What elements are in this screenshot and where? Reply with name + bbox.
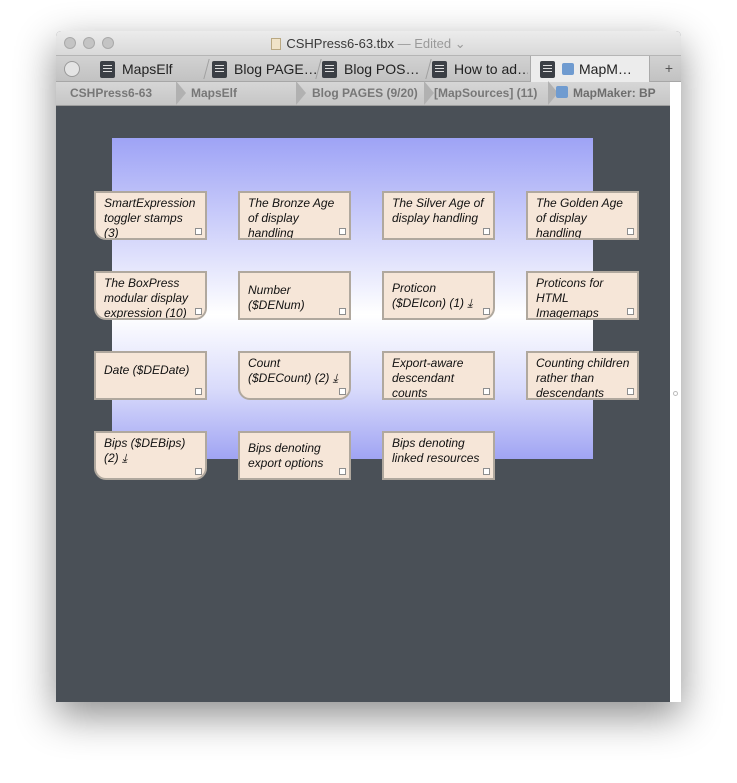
tab-label: How to ad… bbox=[454, 61, 528, 77]
outline-icon bbox=[212, 61, 227, 78]
tab-mapmaker[interactable]: MapM… bbox=[530, 56, 650, 82]
tab-mapself[interactable]: MapsElf bbox=[100, 56, 206, 82]
breadcrumb-separator bbox=[296, 81, 306, 105]
note-title: Bips denoting export options bbox=[248, 441, 324, 470]
tab-bar: MapsElf Blog PAGE… Blog POS… How to ad… … bbox=[56, 55, 681, 82]
tab-label: Blog PAGE… bbox=[234, 61, 318, 77]
map-view[interactable]: SmartExpression toggler stamps (3) The B… bbox=[56, 106, 670, 702]
vertical-scrollbar[interactable] bbox=[670, 82, 681, 702]
resize-handle[interactable] bbox=[483, 228, 490, 235]
note-bronze-age[interactable]: The Bronze Age of display handling bbox=[238, 191, 351, 240]
tab-label: MapM… bbox=[579, 61, 632, 77]
document-icon bbox=[271, 38, 282, 50]
edited-status[interactable]: — Edited ⌄ bbox=[397, 36, 466, 51]
map-icon bbox=[540, 61, 555, 78]
resize-handle[interactable] bbox=[483, 468, 490, 475]
resize-handle[interactable] bbox=[195, 308, 202, 315]
note-proticon-deicon[interactable]: Proticon ($DEIcon) (1) ⤓ bbox=[382, 271, 495, 320]
note-title: The BoxPress modular display expression … bbox=[104, 276, 189, 320]
breadcrumb-item-document[interactable]: CSHPress6-63 bbox=[70, 86, 153, 100]
breadcrumb-separator bbox=[548, 81, 558, 105]
breadcrumb-item-blog-pages[interactable]: Blog PAGES (9/20) bbox=[312, 86, 418, 100]
window-title: CSHPress6-63.tbx — Edited ⌄ bbox=[56, 36, 681, 52]
resize-handle[interactable] bbox=[627, 228, 634, 235]
note-title: Proticon ($DEIcon) (1) ⤓ bbox=[392, 281, 473, 310]
app-window: CSHPress6-63.tbx — Edited ⌄ MapsElf Blog… bbox=[56, 31, 681, 702]
breadcrumb-item-mapsources[interactable]: [MapSources] (11) bbox=[434, 86, 538, 100]
note-export-aware-counts[interactable]: Export-aware descendant counts bbox=[382, 351, 495, 400]
outline-icon bbox=[432, 61, 447, 78]
title-bar[interactable]: CSHPress6-63.tbx — Edited ⌄ bbox=[56, 31, 681, 55]
note-boxpress-modular[interactable]: The BoxPress modular display expression … bbox=[94, 271, 207, 320]
tab-label: MapsElf bbox=[122, 61, 173, 77]
note-count-decount[interactable]: Count ($DECount) (2) ⤓ bbox=[238, 351, 351, 400]
tab-how-to[interactable]: How to ad… bbox=[432, 56, 528, 82]
note-bips-linked-resources[interactable]: Bips denoting linked resources bbox=[382, 431, 495, 480]
note-silver-age[interactable]: The Silver Age of display handling bbox=[382, 191, 495, 240]
resize-handle[interactable] bbox=[339, 228, 346, 235]
note-title: The Silver Age of display handling bbox=[392, 196, 484, 225]
close-window-button[interactable] bbox=[64, 37, 76, 49]
resize-handle[interactable] bbox=[627, 308, 634, 315]
note-title: Bips ($DEBips) (2) ⤓ bbox=[104, 436, 186, 465]
document-name: CSHPress6-63.tbx bbox=[286, 36, 395, 51]
note-proticons-imagemaps[interactable]: Proticons for HTML Imagemaps bbox=[526, 271, 639, 320]
tab-blog-pages[interactable]: Blog PAGE… bbox=[212, 56, 318, 82]
note-title: Count ($DECount) (2) ⤓ bbox=[248, 356, 338, 385]
resize-grip-icon bbox=[673, 391, 678, 396]
breadcrumb-separator bbox=[176, 81, 186, 105]
minimize-window-button[interactable] bbox=[83, 37, 95, 49]
note-number-denum[interactable]: Number ($DENum) bbox=[238, 271, 351, 320]
breadcrumb-separator bbox=[424, 81, 434, 105]
breadcrumb-label: MapMaker: BP bbox=[573, 86, 656, 100]
note-golden-age[interactable]: The Golden Age of display handling bbox=[526, 191, 639, 240]
note-title: Date ($DEDate) bbox=[104, 363, 190, 377]
prototype-badge-icon bbox=[556, 86, 568, 98]
resize-handle[interactable] bbox=[195, 468, 202, 475]
tab-blog-posts[interactable]: Blog POS… bbox=[322, 56, 428, 82]
breadcrumb-item-mapmaker[interactable]: MapMaker: BP bbox=[556, 82, 670, 105]
resize-handle[interactable] bbox=[339, 308, 346, 315]
note-smartexpression-toggler[interactable]: SmartExpression toggler stamps (3) bbox=[94, 191, 207, 240]
resize-handle[interactable] bbox=[627, 388, 634, 395]
add-tab-button[interactable]: + bbox=[664, 60, 673, 76]
breadcrumb: CSHPress6-63 MapsElf Blog PAGES (9/20) [… bbox=[56, 81, 670, 106]
note-title: Number ($DENum) bbox=[248, 283, 305, 312]
resize-handle[interactable] bbox=[339, 388, 346, 395]
tab-label: Blog POS… bbox=[344, 61, 420, 77]
note-title: Bips denoting linked resources bbox=[392, 436, 480, 465]
note-title: The Bronze Age of display handling bbox=[248, 196, 335, 240]
note-bips-export-options[interactable]: Bips denoting export options bbox=[238, 431, 351, 480]
note-bips-debips[interactable]: Bips ($DEBips) (2) ⤓ bbox=[94, 431, 207, 480]
tab-overview-button[interactable] bbox=[64, 61, 80, 77]
resize-handle[interactable] bbox=[339, 468, 346, 475]
note-date-dedate[interactable]: Date ($DEDate) bbox=[94, 351, 207, 400]
resize-handle[interactable] bbox=[483, 308, 490, 315]
prototype-badge-icon bbox=[562, 63, 574, 75]
zoom-window-button[interactable] bbox=[102, 37, 114, 49]
note-counting-children[interactable]: Counting children rather than descendant… bbox=[526, 351, 639, 400]
note-title: The Golden Age of display handling bbox=[536, 196, 623, 240]
outline-icon bbox=[322, 61, 337, 78]
outline-icon bbox=[100, 61, 115, 78]
note-title: Counting children rather than descendant… bbox=[536, 356, 630, 400]
resize-handle[interactable] bbox=[195, 228, 202, 235]
note-title: Export-aware descendant counts bbox=[392, 356, 464, 400]
note-title: Proticons for HTML Imagemaps bbox=[536, 276, 604, 320]
breadcrumb-item-mapself[interactable]: MapsElf bbox=[191, 86, 238, 100]
resize-handle[interactable] bbox=[483, 388, 490, 395]
resize-handle[interactable] bbox=[195, 388, 202, 395]
note-title: SmartExpression toggler stamps (3) bbox=[104, 196, 196, 240]
